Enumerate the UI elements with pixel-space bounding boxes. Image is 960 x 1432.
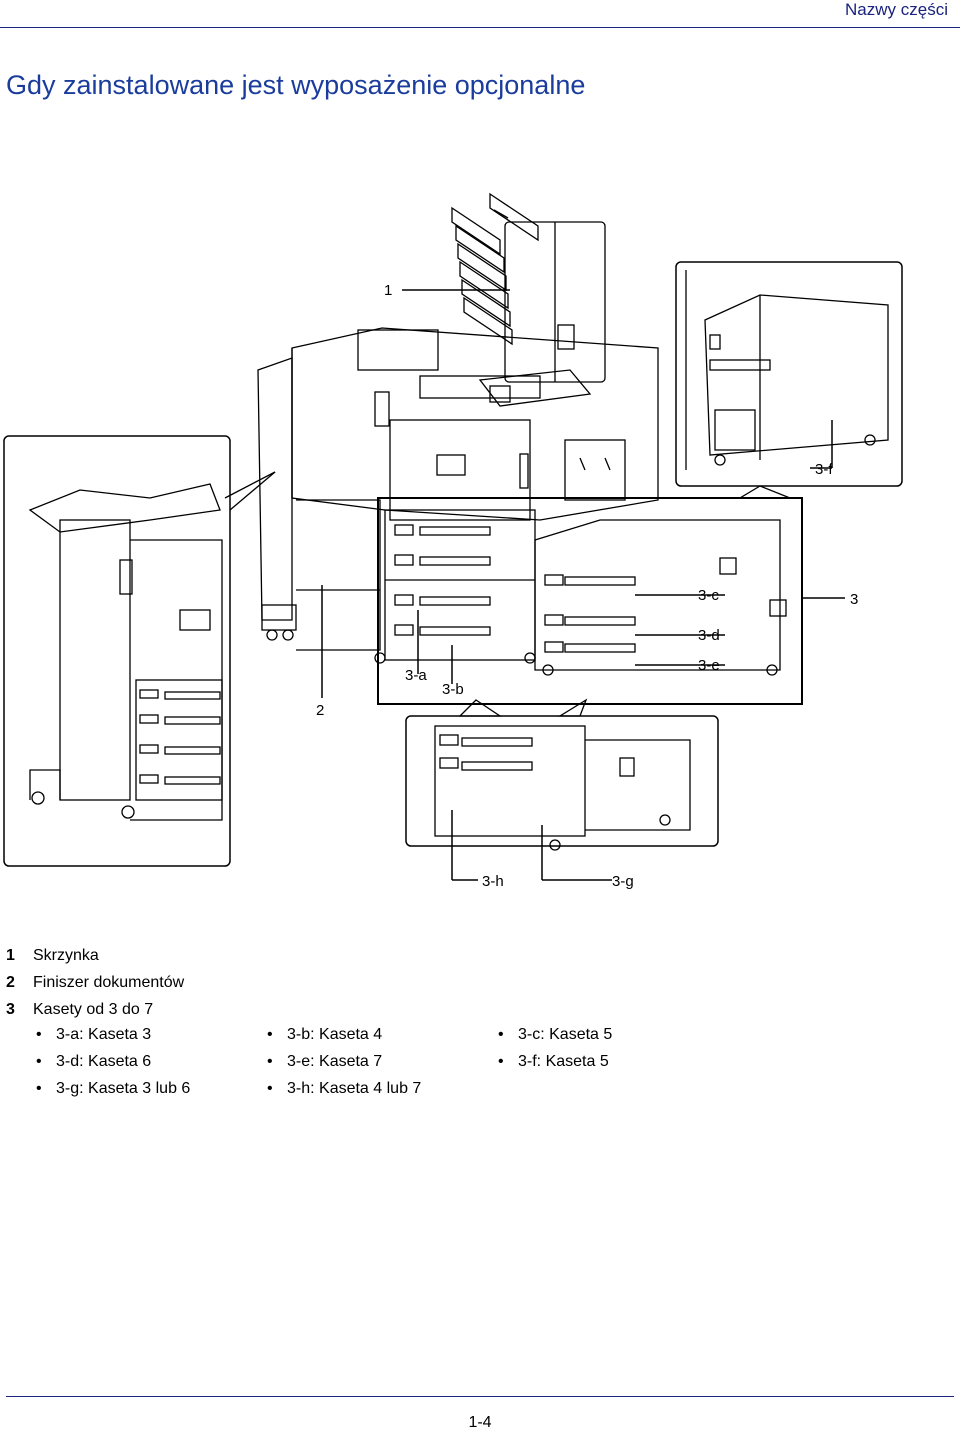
bullet-text: 3-d: Kaseta 6 bbox=[56, 1053, 152, 1070]
callout-3f: 3-f bbox=[815, 461, 833, 478]
bullet-text: 3-a: Kaseta 3 bbox=[56, 1026, 152, 1043]
footer-rule bbox=[6, 1396, 954, 1397]
bullet-icon: • bbox=[498, 1053, 504, 1070]
callout-3c: 3-c bbox=[698, 587, 719, 604]
callout-3b: 3-b bbox=[442, 681, 464, 698]
large-capacity-feeder-inset bbox=[675, 261, 903, 499]
section-title: Nazwy części bbox=[845, 0, 948, 19]
legend-number: 2 bbox=[6, 974, 15, 991]
cassette-group-frame bbox=[377, 497, 803, 705]
callout-leaders bbox=[321, 289, 845, 881]
main-printer bbox=[291, 327, 659, 521]
bullet-text: 3-f: Kaseta 5 bbox=[518, 1053, 609, 1070]
bullet-item: • 3-e: Kaseta 7 bbox=[267, 1048, 498, 1075]
document-finisher bbox=[257, 357, 381, 651]
bullet-item: • 3-b: Kaseta 4 bbox=[267, 1021, 498, 1048]
header-rule bbox=[0, 27, 960, 28]
bullet-icon: • bbox=[36, 1026, 42, 1043]
legend-item: 1 Skrzynka bbox=[6, 942, 184, 969]
bullet-row: • 3-a: Kaseta 3 • 3-b: Kaseta 4 • 3-c: Kase… bbox=[36, 1021, 729, 1048]
bullet-text: 3-c: Kaseta 5 bbox=[518, 1026, 613, 1043]
callout-3a: 3-a bbox=[405, 667, 427, 684]
bullet-icon: • bbox=[267, 1080, 273, 1097]
page-number: 1-4 bbox=[468, 1414, 492, 1431]
bullet-item: • 3-f: Kaseta 5 bbox=[498, 1048, 729, 1075]
bullet-text: 3-e: Kaseta 7 bbox=[287, 1053, 383, 1070]
legend-item: 3 Kasety od 3 do 7 bbox=[6, 996, 184, 1023]
callout-3h: 3-h bbox=[482, 873, 504, 890]
callout-3d: 3-d bbox=[698, 627, 720, 644]
legend-number: 1 bbox=[6, 947, 15, 964]
bullet-text: 3-g: Kaseta 3 lub 6 bbox=[56, 1080, 191, 1097]
legend-text: Skrzynka bbox=[33, 947, 99, 964]
legend-text: Kasety od 3 do 7 bbox=[33, 1001, 154, 1018]
bullet-item: • 3-h: Kaseta 4 lub 7 bbox=[267, 1075, 498, 1102]
bullet-icon: • bbox=[498, 1026, 504, 1043]
mailbox-fins bbox=[451, 192, 539, 346]
callout-3g: 3-g bbox=[612, 873, 634, 890]
legend-text: Finiszer dokumentów bbox=[33, 974, 185, 991]
callout-3e: 3-e bbox=[698, 657, 720, 674]
cassette-list: • 3-a: Kaseta 3 • 3-b: Kaseta 4 • 3-c: Kase… bbox=[36, 1021, 729, 1102]
side-cassette-unit bbox=[534, 519, 787, 676]
cassette-stack-main bbox=[374, 509, 536, 664]
bullet-icon: • bbox=[267, 1053, 273, 1070]
bullet-icon: • bbox=[267, 1026, 273, 1043]
bullet-icon: • bbox=[36, 1053, 42, 1070]
bullet-item: • 3-a: Kaseta 3 bbox=[36, 1021, 267, 1048]
callout-1: 1 bbox=[384, 282, 392, 299]
finisher-detail-inset bbox=[3, 435, 276, 867]
bullet-text: 3-b: Kaseta 4 bbox=[287, 1026, 383, 1043]
bullet-row: • 3-d: Kaseta 6 • 3-e: Kaseta 7 • 3-f: Kase… bbox=[36, 1048, 729, 1075]
bullet-item: • 3-c: Kaseta 5 bbox=[498, 1021, 729, 1048]
lower-cassette-inset bbox=[405, 698, 719, 851]
legend: 1 Skrzynka 2 Finiszer dokumentów 3 Kaset… bbox=[6, 942, 184, 1023]
legend-item: 2 Finiszer dokumentów bbox=[6, 969, 184, 996]
legend-number: 3 bbox=[6, 1001, 15, 1018]
bullet-text: 3-h: Kaseta 4 lub 7 bbox=[287, 1080, 422, 1097]
bullet-row: • 3-g: Kaseta 3 lub 6 • 3-h: Kaseta 4 lub … bbox=[36, 1075, 729, 1102]
callout-3: 3 bbox=[850, 591, 858, 608]
page-heading: Gdy zainstalowane jest wyposażenie opcjo… bbox=[6, 70, 586, 100]
callout-2: 2 bbox=[316, 702, 324, 719]
bullet-icon: • bbox=[36, 1080, 42, 1097]
bullet-item: • 3-g: Kaseta 3 lub 6 bbox=[36, 1075, 267, 1102]
bullet-item: • 3-d: Kaseta 6 bbox=[36, 1048, 267, 1075]
printer-illustration: 1 2 3 3-a 3-b 3-c 3-d 3-e 3-f 3-g 3-h bbox=[0, 180, 960, 900]
